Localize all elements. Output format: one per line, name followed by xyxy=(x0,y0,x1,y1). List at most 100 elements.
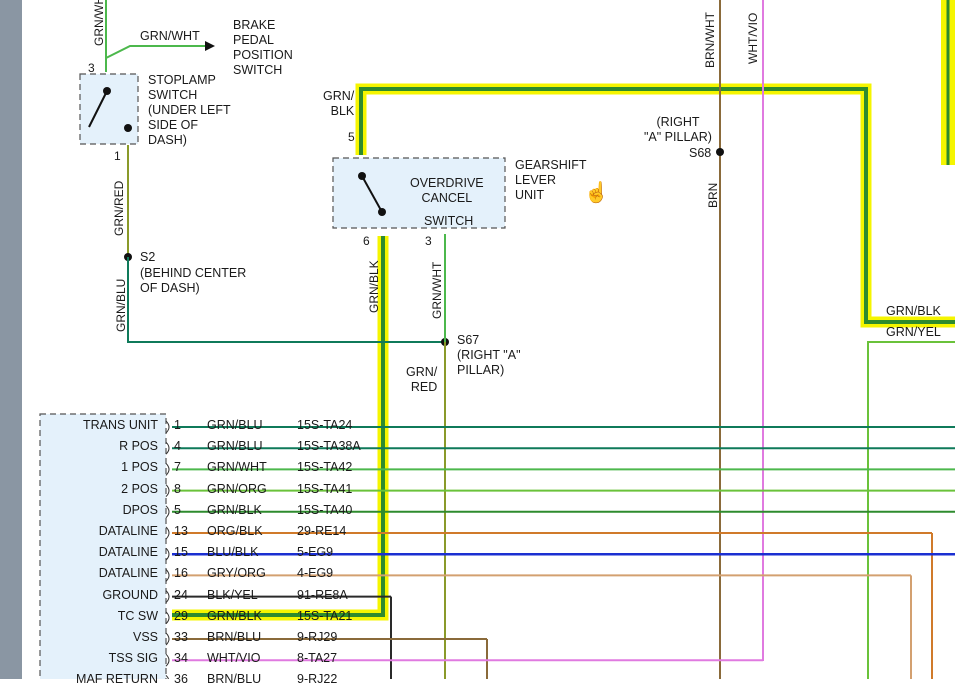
wire-grn-yel-right xyxy=(867,341,955,679)
wire-label-wht-vio: WHT/VIO xyxy=(746,12,760,64)
connector-row-circuit: 15S-TA38A xyxy=(297,439,361,454)
splice-s2-label: S2 xyxy=(140,250,156,264)
connector-row-pin: 13 xyxy=(174,524,188,538)
connector-row-wire-color: BLK/YEL xyxy=(207,587,258,602)
connector-pin-mark-4 xyxy=(165,441,170,455)
pcm-connector-box xyxy=(39,413,167,679)
connector-row-wire-color: GRN/BLK xyxy=(207,502,262,517)
od-contact-bottom xyxy=(378,208,386,216)
wire-grn-blk-lower xyxy=(172,236,385,617)
connector-pin-mark-8 xyxy=(165,484,170,497)
wire-label-grn-wht-branch: GRN/WHT xyxy=(140,29,200,43)
connector-row-pin: 29 xyxy=(174,608,188,623)
connector-row-name: DATALINE xyxy=(98,545,158,560)
wire-label-grn-red-mid: GRN/ RED xyxy=(406,365,438,394)
wire-label-grn-wht-top: GRN/WHT xyxy=(92,0,106,46)
connector-row-wire-color: BLU/BLK xyxy=(207,545,259,560)
connector-pin-mark-16 xyxy=(165,569,170,582)
splice-s68-location: (RIGHT "A" PILLAR) xyxy=(644,115,712,144)
splice-s68-label: S68 xyxy=(689,146,712,160)
connector-row-pin: 16 xyxy=(174,566,188,581)
connector-row-wire-color: GRN/BLU xyxy=(207,418,263,432)
connector-row-wire-color: ORG/BLK xyxy=(207,524,263,538)
connector-row-circuit: 9-RJ22 xyxy=(297,672,338,687)
hand-cursor-icon: ☝ xyxy=(584,182,609,204)
overdrive-switch-word: SWITCH xyxy=(424,214,474,228)
od-contact-top xyxy=(358,172,366,180)
wire-label-grn-wht-mid: GRN/WHT xyxy=(430,261,444,319)
connector-pin-mark-7 xyxy=(165,463,170,476)
od-pin-5: 5 xyxy=(348,130,355,144)
connector-row-circuit: 15S-TA21 xyxy=(297,608,353,623)
splice-s68-dot xyxy=(716,148,724,156)
gearshift-lever-unit-label: GEARSHIFT LEVER UNIT xyxy=(515,158,587,202)
connector-row-name: 2 POS xyxy=(121,481,158,496)
connector-row-name: TC SW xyxy=(117,608,158,623)
connector-row-name: 1 POS xyxy=(121,460,158,475)
connector-row-wire-color: GRN/WHT xyxy=(207,460,267,475)
wire-label-brn-wht: BRN/WHT xyxy=(703,12,717,68)
connector-pin-mark-1 xyxy=(165,420,170,434)
connector-row-pin: 8 xyxy=(174,481,181,496)
wire-label-grn-blu-left: GRN/BLU xyxy=(114,278,128,332)
connector-row-circuit: 8-TA27 xyxy=(297,651,338,666)
connector-row-circuit: 15S-TA40 xyxy=(297,502,353,517)
wire-label-grn-blk-right: GRN/BLK xyxy=(886,304,941,318)
wire-grn-wht-to-brake xyxy=(105,45,205,59)
connector-pin-mark-15 xyxy=(165,547,170,561)
od-pin-6: 6 xyxy=(363,234,370,248)
connector-row-wire-color: GRN/BLK xyxy=(207,608,262,623)
wire-grn-blu-to-s67 xyxy=(127,257,445,343)
connector-row-circuit: 15S-TA42 xyxy=(297,460,353,475)
connector-pin-mark-36 xyxy=(165,675,170,679)
connector-row-circuit: 4-EG9 xyxy=(297,566,334,581)
window-left-edge xyxy=(0,0,22,679)
connector-pin-mark-29 xyxy=(165,611,170,625)
splice-s67-label: S67 xyxy=(457,333,480,347)
stoplamp-contact-top xyxy=(103,87,111,95)
connector-row-wire-color: GRN/ORG xyxy=(207,481,267,496)
stoplamp-switch-label: STOPLAMP SWITCH (UNDER LEFT SIDE OF DASH… xyxy=(148,73,231,147)
connector-pin-mark-33 xyxy=(165,632,170,646)
connector-row-pin: 1 xyxy=(174,418,181,432)
stoplamp-switch-box xyxy=(79,73,139,145)
connector-row-circuit: 5-EG9 xyxy=(297,545,334,560)
connector-row-circuit: 91-RE8A xyxy=(297,587,348,602)
wire-label-grn-yel-right: GRN/YEL xyxy=(886,325,941,339)
arrow-to-brake-switch xyxy=(205,41,215,51)
connector-row-pin: 34 xyxy=(174,651,188,666)
connector-row-pin: 4 xyxy=(174,439,181,454)
wire-label-grn-blk-mid: GRN/BLK xyxy=(367,260,381,313)
wire-grn-blk-upper xyxy=(359,87,955,324)
connector-row-name: DATALINE xyxy=(98,566,158,581)
connector-row-wire-color: GRY/ORG xyxy=(207,566,266,581)
connector-pin-mark-34 xyxy=(165,653,170,667)
connector-row-name: TSS SIG xyxy=(108,651,158,666)
wire-label-grn-red-left: GRN/RED xyxy=(112,180,126,236)
connector-row-name: TRANS UNIT xyxy=(83,418,158,432)
connector-row-name: DPOS xyxy=(122,502,158,517)
connector-row-circuit: 9-RJ29 xyxy=(297,630,338,644)
connector-row-circuit: 29-RE14 xyxy=(297,524,347,538)
brake-pedal-position-switch-label: BRAKE PEDAL POSITION SWITCH xyxy=(233,18,293,77)
connector-row-name: DATALINE xyxy=(98,524,158,538)
stoplamp-contact-arm xyxy=(88,90,108,128)
connector-row-circuit: 15S-TA24 xyxy=(297,418,353,432)
connector-row-pin: 7 xyxy=(174,460,181,475)
connector-row-pin: 36 xyxy=(174,672,188,687)
connector-row-name: MAF RETURN xyxy=(76,672,158,687)
connector-row-circuit: 15S-TA41 xyxy=(297,481,353,496)
connector-pin-mark-24 xyxy=(165,590,170,603)
wire-label-brn: BRN xyxy=(706,182,720,208)
connector-pin-mark-13 xyxy=(165,526,170,540)
wire-label-grn-blk-top: GRN/ BLK xyxy=(323,89,355,118)
splice-s67-location: (RIGHT "A" PILLAR) xyxy=(457,348,521,377)
overdrive-cancel-switch-label: OVERDRIVE CANCEL xyxy=(410,176,484,205)
connector-row-wire-color: BRN/BLU xyxy=(207,672,262,687)
splice-s2-location: (BEHIND CENTER OF DASH) xyxy=(140,266,247,295)
connector-row-wire-color: BRN/BLU xyxy=(207,630,262,644)
connector-row-wire-color: WHT/VIO xyxy=(207,651,261,666)
od-contact-arm xyxy=(361,175,383,213)
